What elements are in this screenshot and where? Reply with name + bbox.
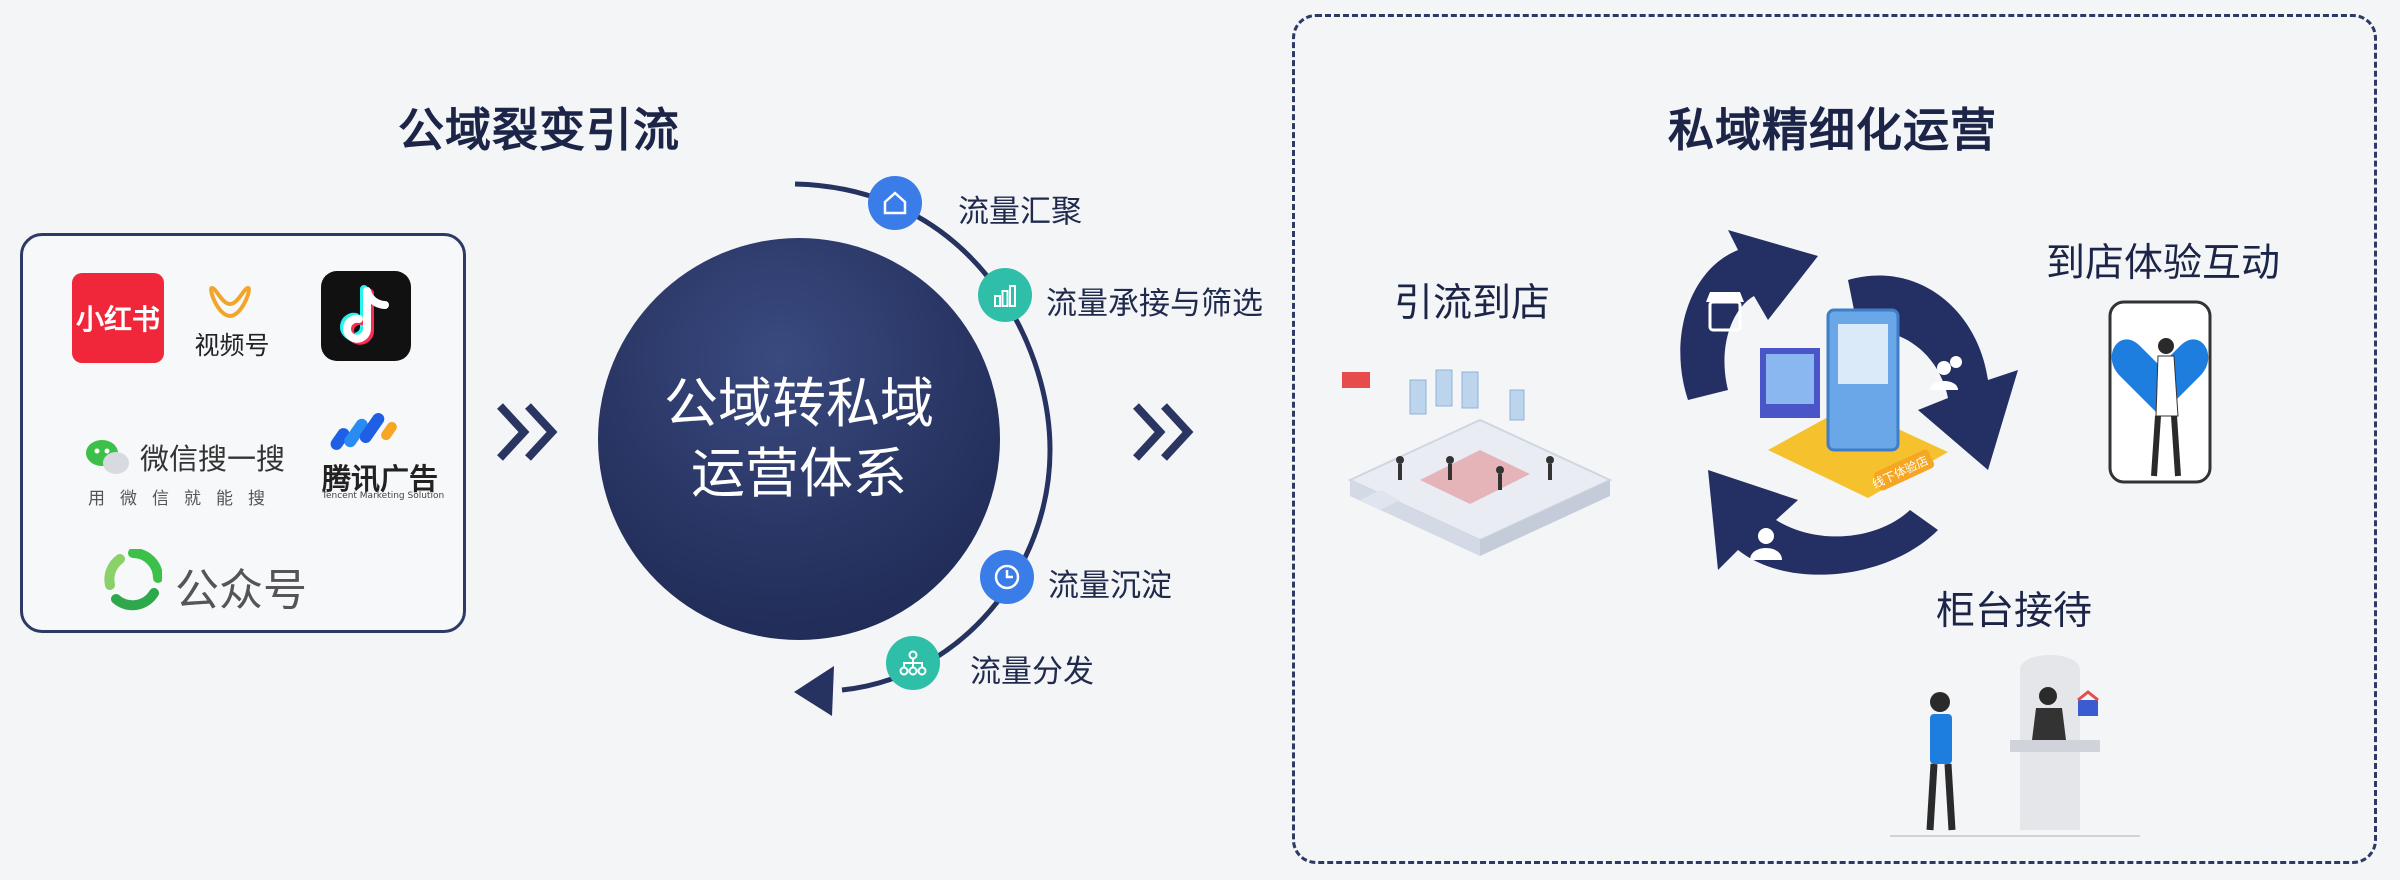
shipinhao-icon	[208, 284, 252, 324]
core-system-line1: 公域转私域	[664, 371, 934, 435]
isometric-store-illustration	[1342, 369, 1613, 556]
gongzhonghao-label: 公众号	[175, 565, 307, 616]
flow-arc	[794, 181, 1053, 716]
core-system-circle: 公域转私域 运营体系	[598, 238, 1000, 640]
user-icon	[1750, 528, 1782, 560]
tencent-ads-icon	[330, 409, 404, 457]
weixin-search-subtitle: 用微信就能搜	[88, 489, 280, 509]
double-chevron-right-icon	[492, 396, 564, 480]
private-operations-panel	[1292, 14, 2377, 864]
weixin-search-icon	[84, 437, 132, 481]
to-store-label: 引流到店	[1394, 281, 1551, 326]
hierarchy-icon	[886, 636, 940, 690]
weixin-search-label: 微信搜一搜	[140, 442, 286, 476]
tencent-ads-subtitle: Tencent Marketing Solution	[322, 491, 445, 501]
counter-reception-illustration	[1890, 655, 2140, 837]
step-label-1: 流量汇聚	[958, 194, 1082, 230]
tencent-ads-label: 腾讯广告	[322, 462, 439, 496]
phone-experience-illustration	[2108, 300, 2212, 484]
left-section-title: 公域裂变引流	[398, 103, 680, 157]
shipinhao-label: 视频号	[194, 331, 270, 360]
gongzhonghao-icon	[104, 548, 163, 615]
right-section-title: 私域精细化运营	[1668, 103, 1997, 157]
step-label-3: 流量沉淀	[1048, 568, 1172, 604]
core-system-line2: 运营体系	[691, 442, 907, 505]
users-icon	[1930, 356, 1962, 390]
home-icon	[868, 176, 922, 230]
xiaohongshu-label: 小红书	[75, 303, 160, 336]
xiaohongshu-logo: 小红书	[72, 273, 164, 363]
double-chevron-right-icon-2	[1128, 396, 1200, 480]
operations-cycle-diagram: 线下体验店	[1680, 230, 2018, 575]
experience-label: 到店体验互动	[2046, 241, 2281, 286]
douyin-logo	[321, 271, 411, 361]
clock-icon	[980, 550, 1034, 604]
storefront-icon	[1706, 292, 1744, 332]
step-label-4: 流量分发	[970, 654, 1094, 690]
bar-chart-icon	[978, 268, 1032, 322]
douyin-note-icon	[340, 285, 389, 345]
counter-label: 柜台接待	[1936, 589, 2093, 634]
step-label-2: 流量承接与筛选	[1046, 286, 1263, 322]
